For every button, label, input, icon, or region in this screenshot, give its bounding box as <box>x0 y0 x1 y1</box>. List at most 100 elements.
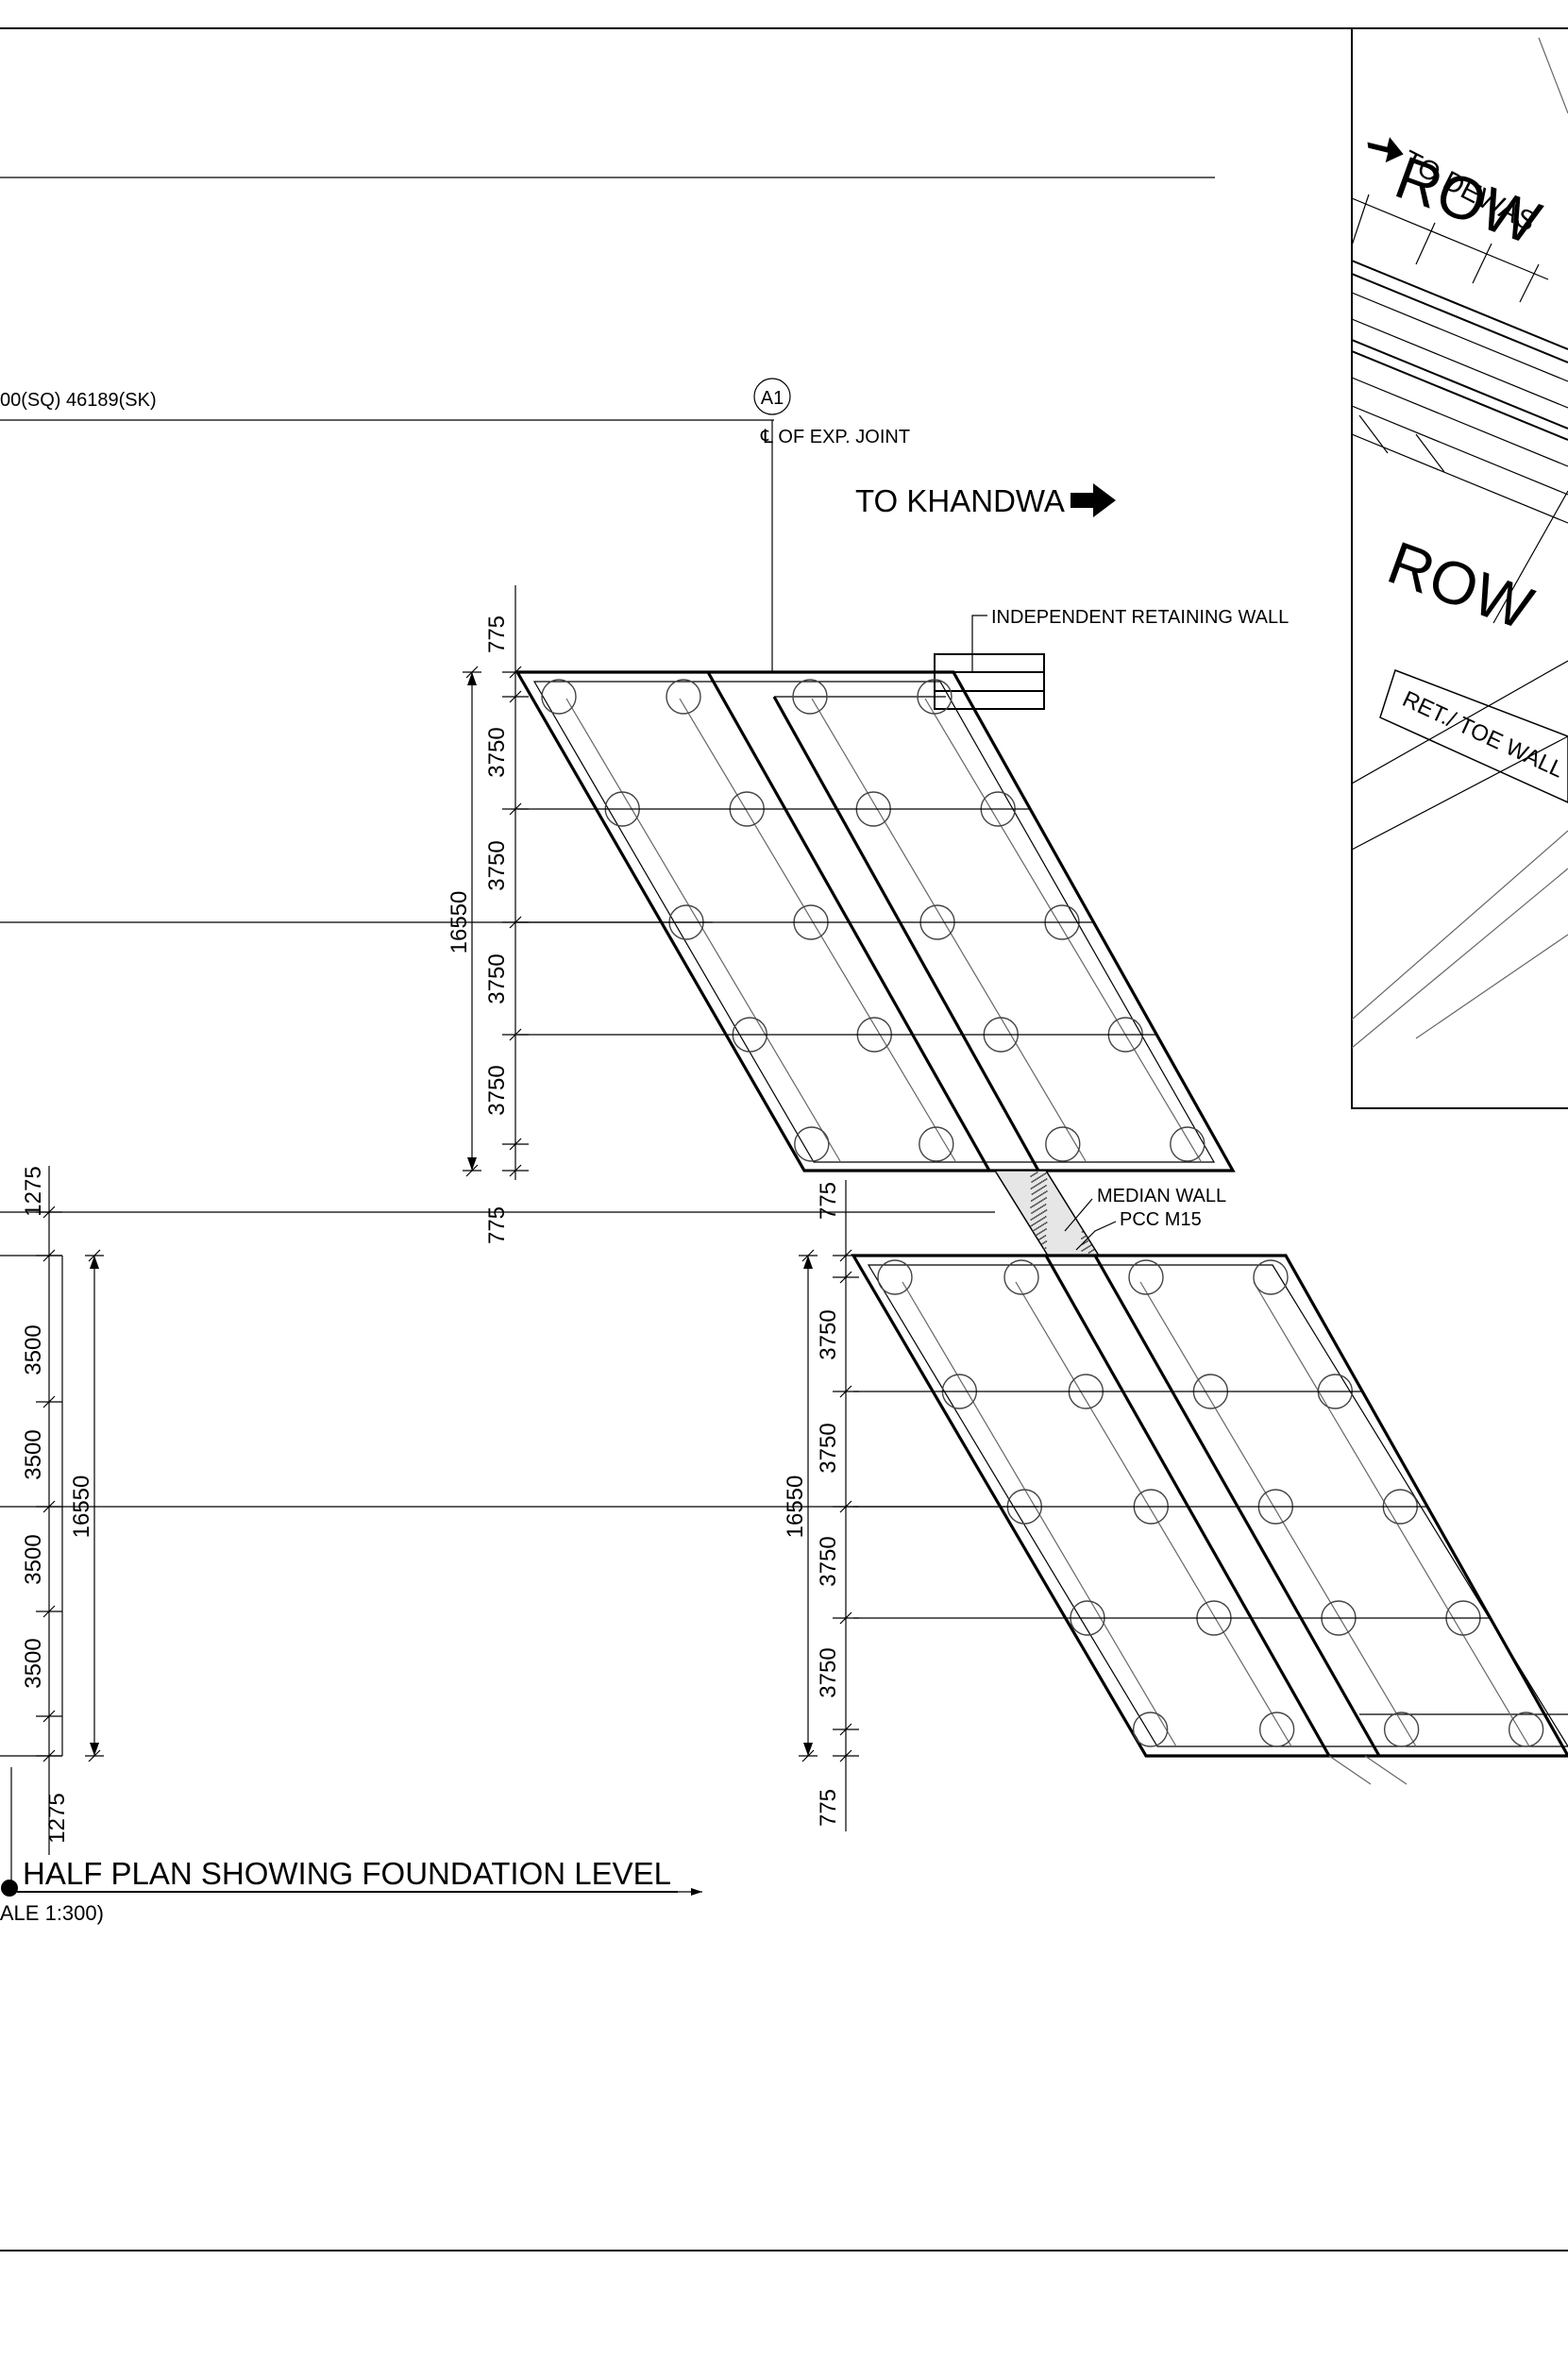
hatch-dot <box>1030 1188 1033 1189</box>
hatch-dot <box>1036 1178 1037 1180</box>
hatch-dot <box>1043 1248 1045 1250</box>
hatch-dot <box>1044 1223 1046 1224</box>
hatch-dot <box>1035 1172 1037 1174</box>
hatch-dot <box>1040 1188 1042 1189</box>
hatch-dot <box>1036 1203 1038 1205</box>
hatch-dot <box>1082 1237 1085 1239</box>
pile-circle <box>919 1126 954 1162</box>
hatch-dot <box>1036 1190 1038 1192</box>
hatch-dot <box>1039 1182 1042 1184</box>
hatch-dot <box>1043 1173 1045 1175</box>
hatch-dot <box>1032 1211 1035 1213</box>
dim-bay-upper-1: 3750 <box>484 727 510 777</box>
hatch-dot <box>1038 1220 1041 1222</box>
hatch-dot <box>1031 1212 1033 1214</box>
hatch-dot <box>1035 1185 1037 1187</box>
hatch-dot <box>1087 1246 1089 1248</box>
hatch-dot <box>1042 1205 1045 1206</box>
hatch-dot <box>1044 1179 1046 1181</box>
dimension-arrow <box>90 1256 99 1269</box>
dim-bay-lower-4: 3750 <box>816 1647 841 1697</box>
hatch-dot <box>1089 1251 1092 1253</box>
hatch-dot <box>1038 1201 1041 1203</box>
dim-left-bay-4: 3500 <box>21 1638 46 1688</box>
reference-lines <box>0 921 1038 1757</box>
hatch-dot <box>1038 1239 1040 1240</box>
median-wall-label: MEDIAN WALL <box>1097 1186 1226 1206</box>
chainage-line: 00(SQ) 46189(SK) A1 ℄ OF EXP. JOINT <box>0 378 910 672</box>
hatch-dot <box>1041 1174 1044 1176</box>
dim-bay-lower-1: 3750 <box>816 1309 841 1359</box>
arrow-right-icon <box>1071 483 1116 517</box>
hatch-dot <box>1040 1231 1043 1233</box>
hatch-dot <box>1042 1199 1044 1201</box>
upper-dimension-chain: 775 3750 3750 3750 3750 16550 775 <box>447 585 529 1244</box>
pile-circle <box>1170 1126 1206 1162</box>
hatch-dot <box>1031 1193 1034 1195</box>
key-row-top: ROW <box>1387 143 1549 257</box>
hatch-dot <box>1041 1193 1043 1195</box>
hatch-dot <box>1040 1243 1043 1245</box>
dim-bay-lower-3: 3750 <box>816 1536 841 1586</box>
pile-circle <box>1383 1712 1420 1747</box>
dimension-arrow <box>467 672 477 685</box>
hatch-dot <box>1044 1185 1047 1187</box>
hatch-dot <box>1040 1224 1043 1226</box>
pile-circle <box>1258 1712 1295 1747</box>
hatch-dot <box>1045 1190 1048 1192</box>
dim-left-overall: 16550 <box>69 1476 94 1539</box>
dimension-arrow <box>803 1743 813 1756</box>
hatch-dot <box>1089 1244 1092 1246</box>
hatch-dot <box>1041 1237 1044 1239</box>
retaining-wall-label: INDEPENDENT RETAINING WALL <box>991 607 1289 628</box>
pile-circle <box>666 679 701 715</box>
hatch-dot <box>1034 1223 1037 1224</box>
hatch-dot <box>1031 1206 1034 1207</box>
hatch-dot <box>1044 1216 1047 1218</box>
pile-circle <box>541 679 577 715</box>
hatch-dot <box>1035 1204 1037 1206</box>
hatch-dot <box>1086 1240 1088 1242</box>
hatch-dot <box>1045 1209 1048 1211</box>
hatch-dot <box>1037 1208 1039 1210</box>
hatch-dot <box>1045 1222 1048 1223</box>
hatch-dot <box>1044 1247 1047 1249</box>
hatch-dot <box>1040 1212 1043 1214</box>
hatch-dot <box>1042 1236 1045 1238</box>
dim-edge-upper-bottom: 775 <box>484 1206 510 1244</box>
hatch-dot <box>1029 1225 1032 1227</box>
dim-left-bay-3: 3500 <box>21 1534 46 1584</box>
left-dimension-chain: 1275 3500 3500 3500 3500 16550 1275 <box>21 1166 104 1855</box>
direction-label: TO KHANDWA <box>855 483 1065 518</box>
dim-bay-upper-4: 3750 <box>484 1065 510 1115</box>
hatch-dot <box>1031 1224 1034 1226</box>
hatch-dot <box>1032 1230 1035 1232</box>
dim-bay-upper-3: 3750 <box>484 953 510 1003</box>
hatch-dot <box>1043 1186 1046 1188</box>
hatch-dot <box>1036 1215 1038 1217</box>
hatch-dot <box>1033 1223 1035 1225</box>
hatch-dot <box>1033 1205 1036 1206</box>
hatch-dot <box>1038 1176 1041 1178</box>
dim-edge-top: 775 <box>484 616 510 653</box>
median-wall: MEDIAN WALL PCC M15 <box>993 1170 1226 1256</box>
hatch-dot <box>1039 1194 1042 1196</box>
hatch-dot <box>1037 1233 1039 1235</box>
hatch-dot <box>1043 1198 1046 1200</box>
pile-circle <box>1045 1126 1081 1162</box>
hatch-dot <box>1031 1174 1034 1176</box>
hatch-dot <box>1034 1235 1037 1237</box>
hatch-dot <box>1042 1180 1045 1182</box>
axis-label: A1 <box>761 388 784 409</box>
hatch-dot <box>1032 1187 1035 1189</box>
hatch-dot <box>1042 1242 1044 1244</box>
hatch-dot <box>1032 1180 1035 1182</box>
pile-circle <box>1128 1259 1164 1295</box>
hatch-dot <box>1087 1252 1090 1254</box>
pile-circle <box>1132 1712 1169 1747</box>
hatch-dot <box>1042 1211 1045 1213</box>
hatch-dot <box>1092 1249 1095 1251</box>
hatch-dot <box>1037 1196 1039 1198</box>
hatch-dot <box>1087 1240 1090 1241</box>
hatch-dot <box>1033 1229 1036 1231</box>
